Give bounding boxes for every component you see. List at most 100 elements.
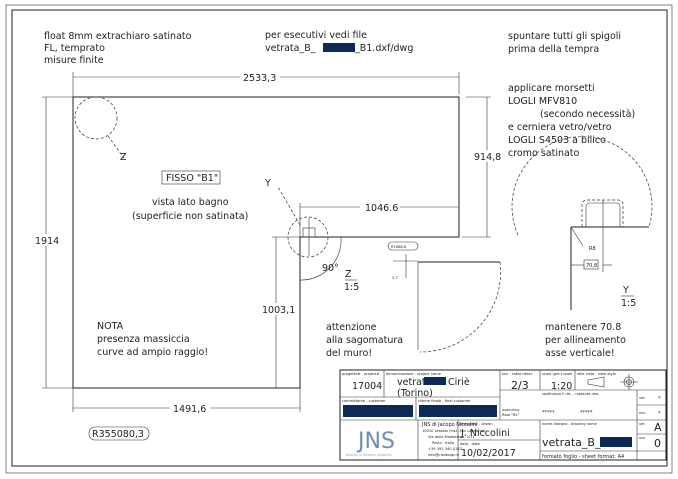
notes-nota-2: curve ad ampio raggio! [97, 347, 208, 358]
drawing-dims-radius: R355080,3 [92, 429, 144, 440]
dimension-bottom-width: 1491,6 [72, 388, 301, 415]
title-block-logo-sub: design & interior projects [346, 453, 392, 457]
notes-wall-1: alla sagomatura [326, 335, 403, 346]
drawing-dims-step-height: 1003,1 [262, 305, 295, 316]
notes-hardware-3: e cerniera vetro/vetro [508, 122, 612, 133]
notes-material-2: misure finite [44, 55, 104, 66]
edges-note: spuntare tutti gli spigoli prima della t… [508, 31, 621, 55]
title-block-replaces-label: sostituisce il dis. - replaces drw. [542, 392, 599, 396]
drawing-dims-height: 1914 [35, 236, 59, 247]
drawing-dims-offset: 2,7 [392, 276, 398, 280]
notes-edges-1: prima della tempra [508, 44, 599, 55]
title-block-name-region: (Torino) [397, 388, 433, 399]
title-block-date-label: data - date [460, 442, 481, 446]
notes-material-0: float 8mm extrachiaro satinato [44, 31, 192, 42]
wall-shape-detail: R1668.8 2,7 [387, 241, 501, 353]
wall-note: attenzione alla sagomatura del muro! [326, 322, 403, 359]
drawing-details-y: Y [622, 285, 629, 296]
drawing-details-y-scale: 1:5 [621, 298, 636, 309]
notes-nota-0: NOTA [97, 321, 124, 332]
title-block-company-lines-1: Via della Maddalena, 2/11 [428, 435, 475, 439]
redacted-customer [343, 405, 413, 417]
title-block-sheet-label: tav. - table descr. [502, 372, 533, 376]
drawing-dims-detail-r: R8 [589, 246, 596, 252]
title-block-drawn: J. Niccolini [460, 428, 510, 439]
title-block-drawing-name: vetrata_B_ [542, 436, 601, 449]
drawing-details-z: Z [345, 269, 352, 280]
radius-label: R355080,3 [88, 426, 150, 441]
dimension-height: 1914 [34, 96, 73, 389]
drawing-dims-bottom-width: 1491,6 [173, 404, 206, 415]
title-block-drawn-label: disegnato - drawn [460, 422, 493, 426]
title-block-ver-label: ver. [639, 396, 646, 400]
title-block-name-city: Ciriè [448, 377, 470, 388]
detail-y-enlarged: R8 70,8 Y 1:5 [511, 136, 653, 310]
title-block-final-customer-label: cliente finale - final customer [418, 399, 471, 403]
title-block-view-label: stile vista - view style [577, 372, 617, 376]
title-block-scale-label: scala (gen) scale [542, 372, 573, 376]
notes-hardware-0: applicare morsetti [508, 83, 595, 94]
drawing-dims-angle: 90° [322, 263, 339, 274]
drawing-dims-wall-radius: R1668.8 [391, 245, 407, 249]
title-block-company-lines-3: +39 392 340 0183 [428, 447, 462, 451]
keep-note: mantenere 70.8 per allineamento asse ver… [545, 322, 626, 359]
title-block-customer-label: committente - customer [342, 399, 386, 403]
drawing-dims-width: 2533,3 [243, 73, 276, 84]
drawing-dims-detail-w: 70,8 [586, 263, 597, 269]
title-block: progetto# - project# 17004 denominazione… [339, 369, 667, 461]
title-block-company-lines-4: info@jnsdesign.it [428, 453, 460, 457]
title-block-drawing-name-label: nome disegno - drawing name [542, 422, 598, 426]
nota-note: NOTA presenza massiccia curve ad ampio r… [97, 321, 208, 358]
title-block-ver-top: * [658, 396, 661, 402]
drawing-details-z-scale: 1:5 [344, 282, 359, 293]
notes-file-ref-2: _B1.dxf/dwg [354, 43, 413, 54]
notes-keep-2: asse verticale! [545, 348, 615, 359]
drawing-details-z: Z [120, 152, 127, 163]
title-block-company: JNS di Jacopo Niccolini [421, 422, 477, 428]
file-reference-note: per esecutivi vedi file vetrata_B_ _B1.d… [265, 30, 413, 54]
view-label: vista lato bagno [152, 197, 229, 208]
detail-z-callout: Z [74, 96, 127, 163]
title-block-sheet-desc-1: fisso "B1" [502, 413, 520, 417]
notes-hardware-4: LOGLI S4503 a bilico [508, 135, 606, 146]
drawing-dims-right-height: 914,8 [474, 152, 501, 163]
title-block-sheet-desc-0: esecutivo [502, 408, 519, 412]
inner-frame [11, 9, 668, 467]
title-block-replaces-1: ***** [580, 410, 593, 416]
drawing-label: FISSO "B1" [166, 173, 218, 184]
title-block-format: formato foglio - sheet format: A4 [542, 454, 624, 460]
notes-wall-2: del muro! [326, 348, 372, 359]
title-block-sheet: 2/3 [511, 379, 529, 392]
projection-symbol-icon [587, 374, 638, 390]
dimension-right-height: 914,8 [462, 96, 502, 238]
notes-keep-0: mantenere 70.8 [545, 322, 621, 333]
notes-file-ref-0: per esecutivi vedi file [265, 30, 367, 41]
redacted-final-customer [419, 405, 497, 417]
notes-nota-1: presenza massiccia [97, 334, 190, 345]
title-block-rev-label: rev. [639, 411, 646, 415]
notes-hardware-2: (secondo necessità) [540, 109, 635, 120]
title-block-company-lines-0: 10010 Lessolo (fraz. San Leonardo) [422, 429, 486, 433]
title-block-date: 10/02/2017 [461, 448, 516, 459]
dimension-width: 2533,3 [72, 71, 460, 97]
notes-keep-1: per allineamento [545, 335, 626, 346]
outer-frame [5, 4, 673, 474]
notes-hardware-1: LOGLI MFV810 [508, 96, 577, 107]
title-block-rev-top: * [658, 411, 661, 417]
title-block-name-label: denominazione - project name [386, 372, 442, 376]
hardware-note: applicare morsetti LOGLI MFV810 (secondo… [508, 83, 635, 159]
notes-wall-0: attenzione [326, 322, 377, 333]
notes-file-ref-1: vetrata_B_ [265, 43, 316, 54]
detail-y-callout: Y 90° Z 1:5 [264, 178, 359, 293]
drawing-details-y: Y [264, 178, 271, 189]
title-block-replaces-0: ***** [542, 410, 555, 416]
drawing-dims-step-width: 1046.6 [365, 203, 398, 214]
title-block-rev-label: rev. [639, 436, 646, 440]
notes-material-1: FL, temprato [44, 43, 105, 54]
material-note: float 8mm extrachiaro satinato FL, tempr… [44, 31, 192, 66]
title-block-ver-label: ver. [639, 422, 646, 426]
title-block-project-no-label: progetto# - project# [342, 372, 379, 376]
dimension-step-height: 1003,1 [258, 236, 300, 388]
notes-edges-0: spuntare tutti gli spigoli [508, 31, 621, 42]
company-logo: JNS [356, 429, 395, 454]
